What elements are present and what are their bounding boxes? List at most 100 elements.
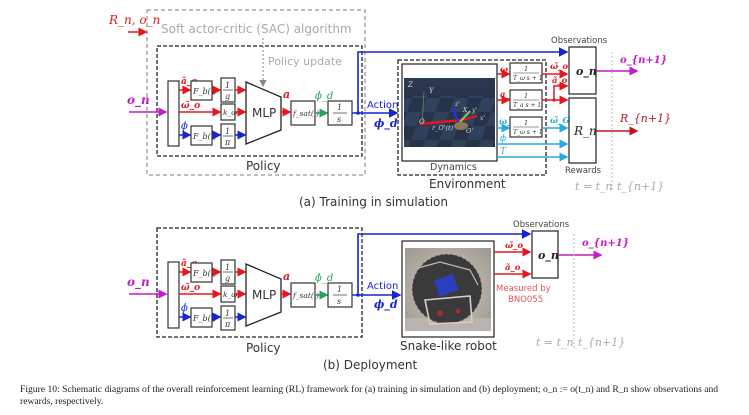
- robot-photo: [405, 248, 491, 331]
- time-next-label: t_{n+1}: [617, 180, 664, 193]
- axis-label-y-prime: y': [471, 107, 477, 114]
- filter-omega-G: 1 T_ω s + 1: [509, 116, 543, 138]
- sac-box: [146, 9, 366, 176]
- axis-label-z-prime: z': [454, 101, 460, 108]
- sac-label: Soft actor-critic (SAC) algorithm: [161, 22, 352, 36]
- signal-a-o: a_o: [500, 90, 516, 100]
- input-obs-label: o_n: [127, 93, 150, 108]
- observations-label: Observations: [551, 36, 608, 46]
- environment-label: Environment: [429, 177, 506, 191]
- mlp-block-deploy: [245, 263, 282, 327]
- policy-label: Policy: [246, 159, 281, 173]
- k-omega-deploy-label: k_ω: [223, 290, 237, 299]
- fsat-block: [290, 100, 316, 126]
- output-obs-label-deploy: o_{n+1}: [582, 238, 629, 249]
- action-label-deploy: Action: [367, 281, 398, 292]
- deploy-signal-a: ã_o: [505, 262, 521, 273]
- position-vector-icon: [419, 118, 463, 126]
- action-signal-deploy: ϕ_d: [374, 298, 398, 312]
- reward-block-label: R_n: [573, 124, 597, 138]
- deployment-panel: Policy o_n ã_o ω̃_o ϕ F_b(·) 1 g k_ω F_b…: [127, 220, 629, 372]
- inv-g-num: 1: [225, 81, 230, 90]
- training-panel: Soft actor-critic (SAC) algorithm R_n, o…: [108, 9, 671, 209]
- fsat-deploy-label: f_sat(·): [292, 291, 319, 300]
- action-to-observations-deploy: [357, 229, 532, 295]
- filter-den: T_ω s + 1: [513, 75, 543, 82]
- signal-phi-dot-deploy: ϕ̇_d: [315, 273, 333, 284]
- mlp-label: MLP: [252, 106, 276, 120]
- time-now-label-deploy: t = t_n: [536, 336, 574, 349]
- output-reward-label: R_{n+1}: [619, 112, 671, 125]
- axis-label-Y: Y: [429, 87, 435, 95]
- action-label: Action: [367, 100, 398, 111]
- measured-by-label: Measured by: [496, 284, 551, 294]
- observations-label-deploy: Observations: [513, 220, 570, 230]
- axis-label-X: X: [462, 107, 468, 114]
- demux-block-deploy: [167, 261, 180, 329]
- signal-phi-dot: ϕ̇_d: [315, 91, 333, 102]
- inv-pi-num: 1: [225, 127, 230, 136]
- y-axis-icon: [459, 110, 471, 123]
- rewards-label: Rewards: [565, 166, 602, 176]
- signal-a: a: [283, 88, 290, 101]
- signal-phi: ϕ: [181, 121, 188, 132]
- mlp-block: [245, 81, 282, 145]
- filter-num: 1: [524, 119, 528, 127]
- mlp-deploy-label: MLP: [252, 288, 276, 302]
- integrator-num: 1: [337, 103, 342, 112]
- action-signal: ϕ_d: [374, 117, 398, 131]
- filtered-a-o: ã_o: [552, 75, 568, 86]
- signal-omega-G: ω_G: [499, 117, 519, 127]
- axis-label-Z: Z: [407, 81, 413, 89]
- signal-T: T: [500, 147, 507, 157]
- inv-g-den: g: [225, 92, 230, 101]
- signal-omega-tilde-deploy: ω̃_o: [181, 282, 200, 293]
- policy-box-deploy: [156, 227, 363, 338]
- axis-label-x-prime: x': [480, 115, 485, 122]
- reward-block: [568, 97, 597, 164]
- inv-pi-den-deploy: π: [224, 320, 231, 329]
- signal-a-tilde-deploy: ã_o: [181, 258, 197, 269]
- axis-label-O-prime: O': [466, 127, 473, 135]
- simulation-image: [404, 78, 495, 147]
- axis-label-r: r_O'(t): [432, 124, 454, 132]
- filter-den: T_a s + 1: [513, 102, 541, 109]
- signal-omega-tilde: ω̃_o: [181, 100, 200, 111]
- input-obs-label-deploy: o_n: [127, 275, 150, 290]
- signal-phi-env: ϕ: [500, 134, 506, 144]
- demux-block: [167, 80, 180, 147]
- environment-box: [397, 59, 547, 176]
- output-obs-label: o_{n+1}: [620, 55, 667, 66]
- inv-pi-den: π: [224, 138, 231, 147]
- integrator-num-deploy: 1: [337, 285, 342, 294]
- time-now-label: t = t_n: [575, 180, 613, 193]
- fb-block-1-label: F_b(·): [192, 87, 216, 96]
- fb-block-2-deploy-label: F_b(·): [192, 314, 216, 323]
- integrator-den-deploy: s: [337, 297, 341, 306]
- k-omega-label: k_ω: [223, 108, 237, 117]
- policy-label-deploy: Policy: [246, 341, 281, 355]
- filtered-omega-G: ω̃_G: [550, 115, 570, 126]
- fb-block-2-label: F_b(·): [192, 132, 216, 141]
- filter-num: 1: [524, 65, 528, 73]
- arrow: [553, 81, 569, 100]
- inv-g-den-deploy: g: [225, 274, 230, 283]
- inv-g-num-deploy: 1: [225, 263, 230, 272]
- signal-a-deploy: a: [283, 270, 290, 283]
- subcaption-training: (a) Training in simulation: [299, 195, 448, 209]
- figure-caption: Figure 10: Schematic diagrams of the ove…: [20, 384, 719, 407]
- fsat-block-deploy: [290, 282, 316, 308]
- filter-omega-o: 1 T_ω s + 1: [509, 62, 543, 84]
- fb-block-1-deploy-label: F_b(·): [192, 269, 216, 278]
- filter-den: T_ω s + 1: [513, 129, 543, 136]
- inv-pi-num-deploy: 1: [225, 309, 230, 318]
- signal-a-tilde: ã_o: [181, 76, 197, 87]
- filter-num: 1: [524, 92, 528, 100]
- time-next-label-deploy: t_{n+1}: [578, 336, 625, 349]
- observation-block-deploy-label: o_n: [538, 249, 559, 263]
- signal-phi-deploy: ϕ: [181, 303, 188, 314]
- action-to-observations: [357, 47, 569, 113]
- sac-input-label: R_n, o_n: [108, 13, 160, 27]
- robot-label: Snake-like robot: [400, 339, 497, 353]
